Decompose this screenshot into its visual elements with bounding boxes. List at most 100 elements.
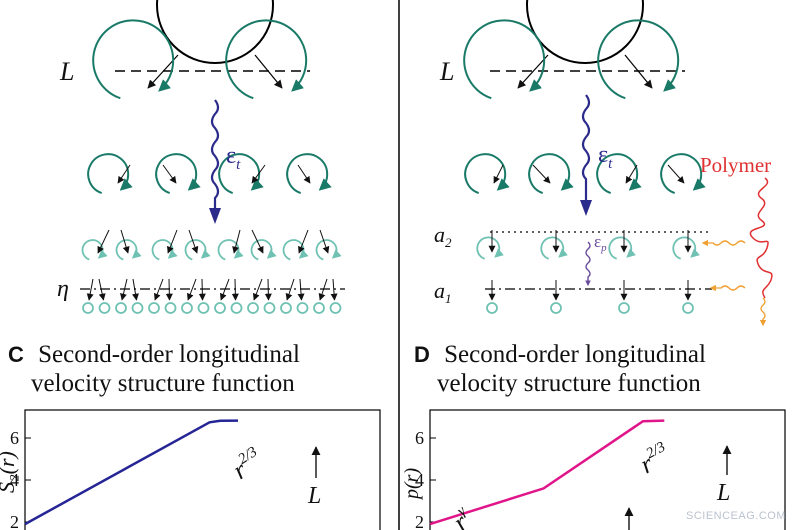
- eddy-circle: [218, 153, 264, 195]
- cascade-arrow: [285, 278, 295, 301]
- dissipative-eddy: [486, 302, 498, 314]
- cascade-arrow: [625, 164, 638, 184]
- cascade-arrow: [252, 278, 263, 301]
- dissipative-eddy: [296, 302, 309, 314]
- cascade-arrow: [493, 164, 504, 184]
- ytick-label: 4: [10, 470, 19, 490]
- eddy-level-3: [87, 153, 332, 195]
- panel-d-header: D Second-order longitudinal velocity str…: [414, 340, 799, 398]
- chart-d: 246 p(r) rγ r2/3 L: [401, 409, 786, 530]
- eddy-circle: [540, 236, 568, 260]
- label-epsilon-t: εt: [226, 143, 241, 173]
- eddy-circle: [476, 236, 504, 260]
- dissipative-eddy: [148, 302, 160, 314]
- eddy-circle: [286, 153, 332, 195]
- dissipative-eddy: [98, 302, 111, 314]
- cascade-arrow: [517, 54, 549, 89]
- eddy-circle: [155, 153, 201, 195]
- cascade-arrow: [297, 164, 311, 184]
- dissipative-eddy: [550, 302, 562, 314]
- dissipative-eddy: [115, 302, 127, 314]
- polymer-wave-down: [759, 297, 767, 327]
- dissipative-eddy: [329, 302, 342, 314]
- eddy-level-2: [92, 19, 308, 100]
- dissipative-eddy: [682, 302, 694, 314]
- cascade-arrow: [330, 278, 338, 301]
- eddy-circle: [217, 239, 244, 261]
- cascade-arrow: [188, 229, 199, 254]
- label-L: L: [59, 57, 74, 86]
- cascade-arrow: [254, 54, 283, 89]
- chart-d-frame: [429, 409, 786, 530]
- dissipative-eddy: [197, 302, 210, 314]
- dissipative-eddy: [214, 302, 226, 314]
- cascade-arrow: [251, 229, 264, 254]
- cascade-arrow: [162, 164, 177, 184]
- polymer-wave-upper: [701, 239, 746, 247]
- label-epsilon-t: εt: [598, 142, 613, 172]
- panel-c-title: C Second-order longitudinal velocity str…: [8, 340, 393, 398]
- large-eddy: [156, 0, 274, 64]
- chart-d-ylabel: p(r): [401, 468, 423, 501]
- chart-d-series-line: [429, 419, 665, 526]
- label-L: L: [439, 57, 454, 86]
- chart-d-left-power-label: rγ: [447, 503, 479, 530]
- energy-flux-arrowhead: [580, 200, 592, 216]
- dissipative-eddy: [164, 302, 177, 314]
- label-eta: η: [57, 276, 69, 302]
- cascade-arrow: [167, 229, 178, 254]
- dissipative-eddies: [486, 280, 694, 314]
- dissipative-eddy: [313, 302, 325, 314]
- ytick-label: 6: [10, 428, 19, 448]
- cascade-arrow: [232, 229, 241, 254]
- chart-c-frame: [24, 409, 381, 530]
- ytick-label: 4: [415, 470, 424, 490]
- cascade-arrow: [86, 278, 94, 301]
- dissipative-eddy: [131, 302, 144, 314]
- chart-c: 246 S₂(r) r2/3 L: [0, 409, 381, 530]
- ytick-label: 2: [10, 512, 19, 530]
- cascade-arrow: [186, 278, 197, 301]
- cascade-arrow: [319, 229, 330, 254]
- chart-c-L-label: L: [307, 483, 321, 509]
- panel-d-letter: D: [414, 342, 430, 367]
- chart-d-power-law-label: r2/3: [635, 439, 675, 479]
- dissipative-eddy: [263, 302, 276, 314]
- energy-flux-arrowhead: [209, 208, 221, 224]
- dissipative-eddy: [230, 302, 243, 314]
- energy-flux-arrow: [581, 94, 591, 201]
- cascade-arrow: [97, 229, 110, 254]
- chart-c-series-line: [24, 419, 239, 526]
- panel-d-title: D Second-order longitudinal velocity str…: [414, 340, 799, 398]
- label-polymer: Polymer: [700, 153, 771, 177]
- ytick-label: 6: [415, 428, 424, 448]
- chart-d-L-label: L: [716, 480, 730, 506]
- label-epsilon-p: εp: [594, 232, 607, 254]
- panel-d-title-line1: Second-order longitudinal: [444, 341, 706, 368]
- dissipative-eddy: [618, 302, 630, 314]
- eddy-level-2: [463, 19, 680, 100]
- eddy-circle: [528, 153, 574, 195]
- eddy-level-3: [464, 153, 706, 195]
- eddy-circle: [225, 19, 308, 100]
- eddy-level-4: [476, 230, 700, 260]
- watermark: SCIENCEAG.COM: [685, 510, 786, 522]
- cascade-arrow: [667, 164, 685, 184]
- polymer-flux-arrow: [585, 241, 591, 287]
- eddy-circle: [672, 236, 700, 260]
- cascade-arrow: [117, 164, 131, 184]
- eddy-circle: [596, 153, 642, 195]
- cascade-arrow: [153, 278, 164, 301]
- energy-flux-arrow: [210, 99, 220, 220]
- eddy-circle: [87, 153, 133, 195]
- eddy-circle: [597, 19, 680, 100]
- cascade-arrow: [251, 164, 266, 184]
- panel-d-title-line2: velocity structure function: [437, 370, 701, 397]
- eddy-circle: [464, 153, 510, 195]
- cascade-arrow: [532, 164, 551, 184]
- eddy-circle: [315, 239, 342, 261]
- right-cascade-diagram: L εt εp a2 a1 Polymer: [434, 0, 773, 327]
- panel-c-title-line1: Second-order longitudinal: [38, 341, 300, 368]
- label-a2: a2: [434, 222, 452, 250]
